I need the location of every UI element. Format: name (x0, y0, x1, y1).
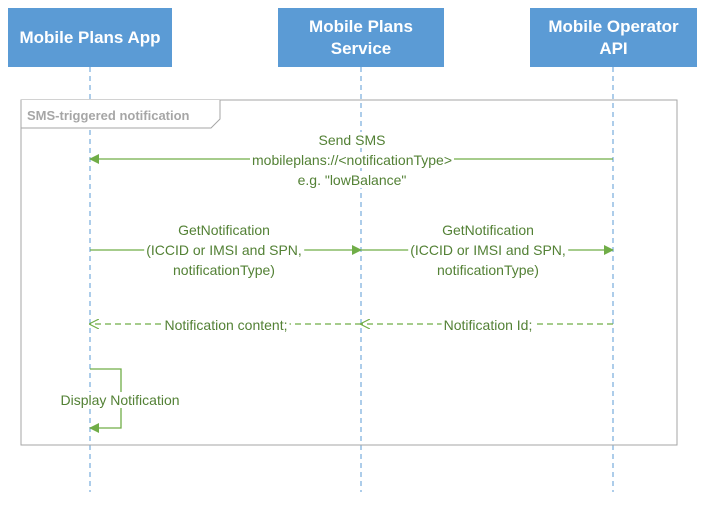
get-notification-operator-line3: notificationType) (435, 262, 541, 278)
participant-mobile-plans-app: Mobile Plans App (8, 8, 172, 67)
fragment-frame (20, 99, 678, 446)
get-notification-service-line3: notificationType) (171, 262, 277, 278)
send-sms-message-label: Send SMS mobileplans://<notificationType… (249, 130, 455, 190)
participant-mobile-operator-api: Mobile Operator API (530, 8, 697, 67)
get-notification-operator-line1: GetNotification (440, 222, 536, 238)
notification-id-label: Notification Id; (441, 315, 535, 335)
display-notification-text: Display Notification (58, 392, 182, 408)
display-notification-label: Display Notification (58, 390, 182, 410)
get-notification-service-line2: (ICCID or IMSI and SPN, (144, 242, 304, 258)
send-sms-line2: mobileplans://<notificationType> (249, 152, 455, 168)
get-notification-service-line1: GetNotification (176, 222, 272, 238)
send-sms-line1: Send SMS (316, 132, 388, 148)
get-notification-to-service-label: GetNotification (ICCID or IMSI and SPN, … (144, 220, 304, 280)
send-sms-line3: e.g. "lowBalance" (295, 172, 409, 188)
notification-content-label: Notification content; (162, 315, 290, 335)
notification-id-text: Notification Id; (441, 317, 535, 333)
get-notification-to-operator-label: GetNotification (ICCID or IMSI and SPN, … (408, 220, 568, 280)
fragment-label-tab (20, 100, 221, 129)
fragment-label: SMS-triggered notification (27, 108, 190, 123)
participant-mobile-plans-service: Mobile Plans Service (278, 8, 444, 67)
get-notification-operator-line2: (ICCID or IMSI and SPN, (408, 242, 568, 258)
notification-content-text: Notification content; (162, 317, 290, 333)
